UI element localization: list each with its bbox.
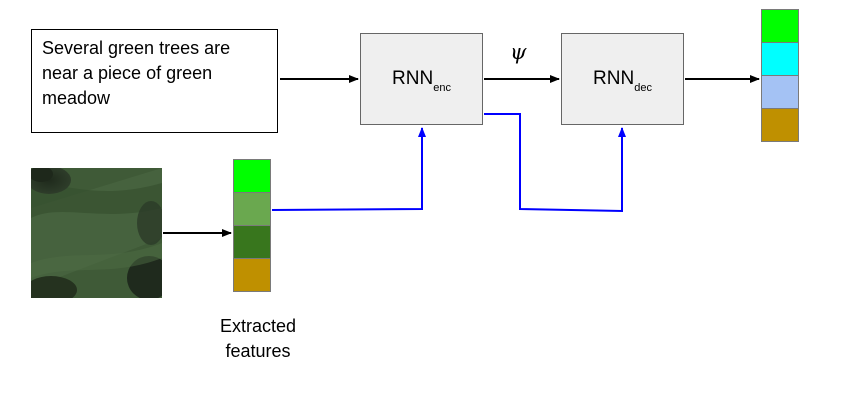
extracted-features-label: Extracted features [200, 314, 316, 364]
rnn-encoder-label: RNN [392, 68, 434, 89]
output-cell [761, 42, 799, 76]
output-vector [761, 9, 799, 142]
rnn-decoder-label: RNN [593, 68, 635, 89]
features-label-line-1: Extracted [219, 316, 297, 336]
arrow-features-to-encoder [271, 127, 426, 211]
output-cell [761, 9, 799, 43]
caption-line-2: near a piece of green [42, 63, 213, 83]
output-cell [761, 108, 799, 142]
rnn-decoder-subscript: dec [634, 82, 652, 94]
extracted-features-vector [233, 159, 271, 292]
arrow-encoder-to-decoder-blue [484, 113, 626, 213]
features-label-line-2: features [225, 341, 291, 361]
rnn-encoder-subscript: enc [433, 82, 451, 94]
caption-line-3: meadow [42, 88, 111, 108]
feature-cell [233, 258, 271, 292]
caption-text-box: Several green trees are near a piece of … [31, 29, 278, 133]
latent-psi-symbol: ψ [510, 40, 527, 64]
caption-line-1: Several green trees are [42, 38, 231, 58]
aerial-image [31, 168, 162, 298]
